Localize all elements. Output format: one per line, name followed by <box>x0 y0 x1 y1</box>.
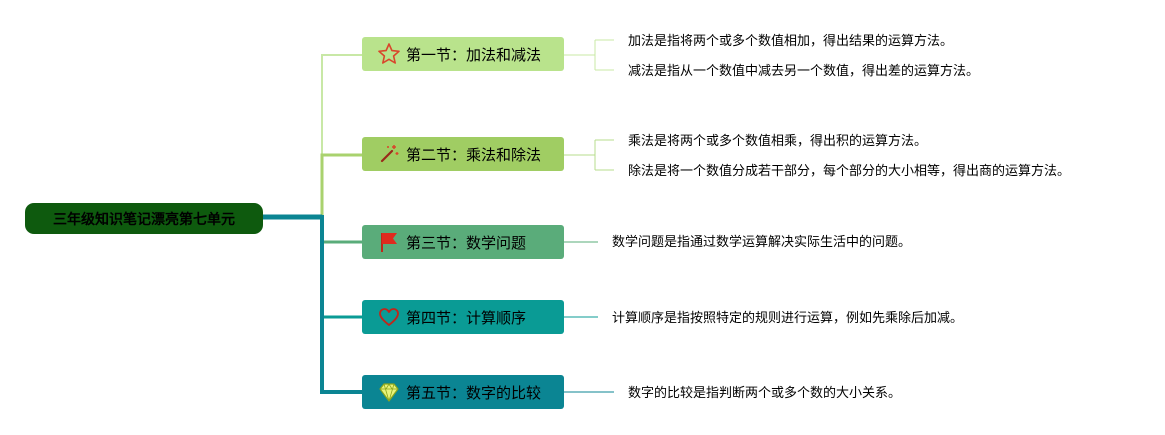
section-3-node[interactable]: 第三节：数学问题 <box>362 225 564 259</box>
trunk-to-section-3 <box>263 215 362 244</box>
section-5-node[interactable]: 第五节：数字的比较 <box>362 375 564 409</box>
section-3-detail-1: 数学问题是指通过数学运算解决实际生活中的问题。 <box>612 235 912 250</box>
section-1-title: 第一节：加法和减法 <box>406 45 542 64</box>
root-label: 三年级知识笔记漂亮第七单元 <box>53 211 235 228</box>
section-2-node[interactable]: 第二节：乘法和除法 <box>362 137 564 171</box>
section-2-detail-1: 乘法是将两个或多个数值相乘，得出积的运算方法。 <box>628 134 928 149</box>
section-2-detail-lines <box>564 139 614 171</box>
section-2-title: 第二节：乘法和除法 <box>406 145 542 164</box>
red-flag-icon <box>376 230 402 254</box>
trunk-to-section-2 <box>263 153 362 219</box>
section-1-detail-1: 加法是指将两个或多个数值相加，得出结果的运算方法。 <box>628 34 954 49</box>
section-5-title: 第五节：数字的比较 <box>406 383 542 402</box>
magic-wand-icon <box>376 142 402 166</box>
section-4-detail-1: 计算顺序是指按照特定的规则进行运算，例如先乘除后加减。 <box>612 311 964 326</box>
section-3-title: 第三节：数学问题 <box>406 233 527 252</box>
section-4-title: 第四节：计算顺序 <box>406 308 527 327</box>
star-icon <box>376 42 402 66</box>
section-1-node[interactable]: 第一节：加法和减法 <box>362 37 564 71</box>
section-4-node[interactable]: 第四节：计算顺序 <box>362 300 564 334</box>
section-5-detail-1: 数字的比较是指判断两个或多个数的大小关系。 <box>628 386 902 401</box>
diamond-icon <box>376 380 402 404</box>
section-1-detail-2: 减法是指从一个数值中减去另一个数值，得出差的运算方法。 <box>628 64 980 79</box>
trunk-to-section-4 <box>263 215 362 319</box>
section-2-detail-2: 除法是将一个数值分成若干部分，每个部分的大小相等，得出商的运算方法。 <box>628 164 1071 179</box>
trunk-to-section-1 <box>263 54 362 218</box>
heart-icon <box>376 305 402 329</box>
section-1-detail-lines <box>564 39 614 71</box>
root-node[interactable]: 三年级知识笔记漂亮第七单元 <box>25 203 263 234</box>
